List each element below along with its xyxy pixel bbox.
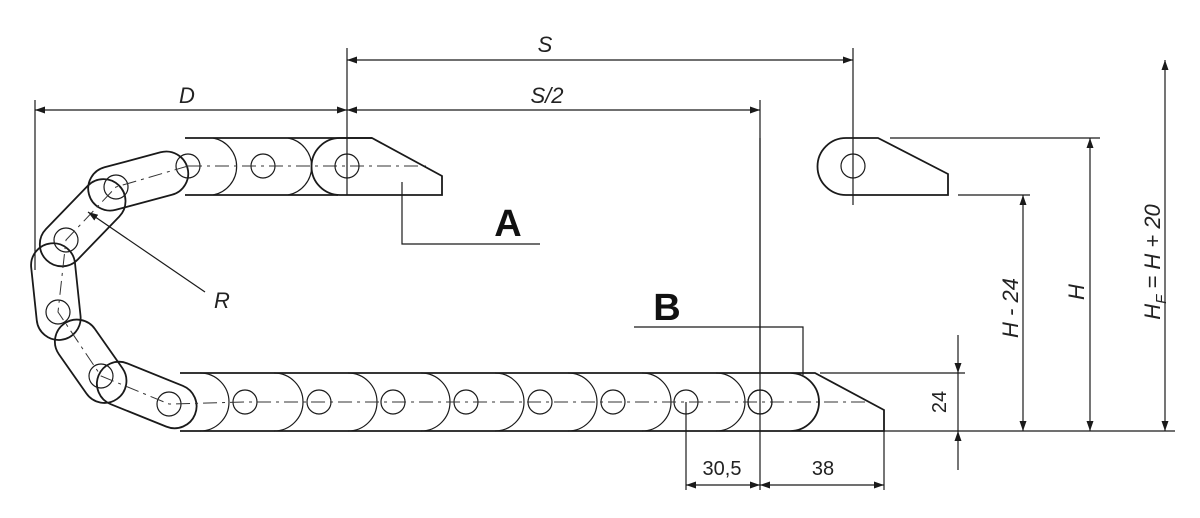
label-a: A (494, 203, 521, 245)
label-s-half: S/2 (530, 83, 563, 108)
label-dim-30-5: 30,5 (703, 458, 742, 480)
extension-lines (34, 48, 1175, 490)
label-h: H (1064, 284, 1089, 300)
dimension-lines (35, 56, 1169, 489)
link-pin (103, 174, 129, 200)
label-s: S (538, 32, 553, 57)
label-r: R (214, 288, 230, 313)
callout-leader-a (401, 182, 540, 245)
label-hf-subscript: F (1153, 294, 1170, 304)
label-dim-38: 38 (812, 458, 834, 480)
label-h-minus-24: H - 24 (998, 278, 1023, 338)
link-pin (53, 227, 79, 253)
bracket-extended-position (816, 137, 949, 196)
radius-leader (87, 211, 206, 293)
label-hf: HF = H + 20 (1140, 203, 1170, 319)
label-hf-rest: = H + 20 (1140, 203, 1165, 294)
label-d: D (179, 83, 195, 108)
label-dim-24: 24 (929, 391, 951, 413)
chain-center-line (57, 165, 870, 405)
label-b: B (653, 287, 680, 329)
callout-leader-b (634, 326, 804, 375)
chain-bend (30, 150, 198, 430)
link-pin (45, 299, 71, 325)
link-pin (88, 363, 114, 389)
label-hf-prefix: H (1140, 304, 1165, 320)
